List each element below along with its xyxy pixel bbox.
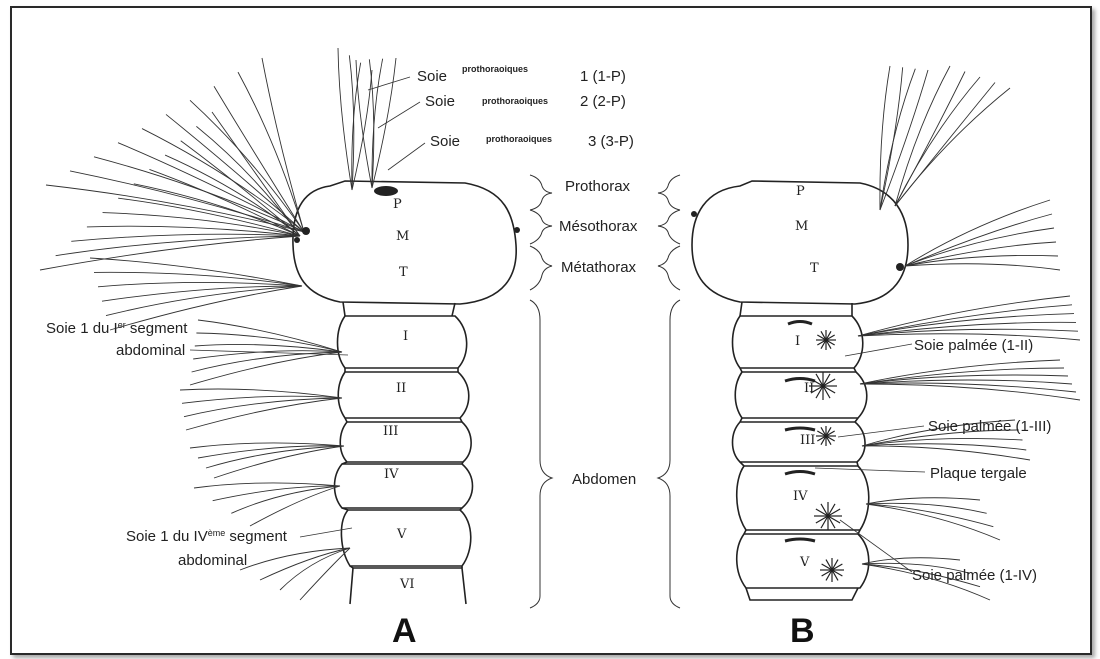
seta-label-3-qualifier: prothoraoiques [486, 134, 552, 144]
seta-hair [182, 396, 342, 403]
seta-hair [905, 200, 1050, 266]
seta-hair [214, 446, 344, 478]
seta-label-1-tail: 1 (1-P) [580, 68, 626, 85]
seta-hair [866, 504, 1000, 540]
panel-a-prothorax-letter: P [393, 197, 402, 212]
seta-hair [356, 60, 372, 188]
panel-b-prothorax-letter: P [796, 184, 805, 199]
seta-hair [895, 77, 980, 206]
center-label-prothorax: Prothorax [565, 178, 631, 195]
panel-b-letter: B [790, 612, 815, 650]
center-label-mesothorax: Mésothorax [559, 218, 638, 235]
seta-hair [194, 483, 340, 488]
left-label-2-line2: abdominal [178, 552, 247, 569]
seta-hair [372, 58, 396, 188]
seta-hair [240, 548, 350, 570]
panel-b-mesothorax-letter: M [795, 219, 808, 234]
panel-b-setae [858, 66, 1080, 600]
seta-hair [905, 228, 1054, 266]
seta-hair [103, 213, 300, 236]
panel-a-seg-label-4: IV [384, 467, 399, 482]
panel-a-seg-label-2: II [396, 381, 406, 396]
panel-a-seg-label-5: V [396, 527, 407, 542]
seta-hair [866, 504, 993, 527]
left-label-1-line2: abdominal [116, 342, 185, 359]
seta-label-2-word: Soie [425, 93, 455, 110]
left-label-1-line1: Soie 1 du Ier segment [46, 320, 188, 337]
panel-b-seg-label-5: V [799, 555, 810, 570]
panel-b-seg-label-3: III [800, 433, 815, 448]
seta-hair [862, 446, 1030, 460]
panel-a-seg-label-6: VI [399, 577, 415, 592]
seta-hair [369, 59, 373, 188]
seta-hair [71, 234, 300, 241]
seta-label-1-qualifier: prothoraoiques [462, 64, 528, 74]
panel-b-body [692, 181, 908, 600]
seta-hair [106, 286, 302, 316]
panel-a-seg-label-1: I [403, 329, 408, 344]
seta-hair [190, 352, 342, 385]
center-label-metathorax: Métathorax [561, 259, 637, 276]
panel-b-thorax [692, 181, 908, 304]
seta-hair [262, 58, 304, 232]
center-braces [530, 175, 680, 608]
right-label-plaque-tergale: Plaque tergale [930, 465, 1027, 482]
panel-a-seg-label-3: III [383, 424, 398, 439]
right-label-palmee-1-II: Soie palmée (1-II) [914, 337, 1033, 354]
panel-b-seg-label-4: IV [793, 489, 808, 504]
right-label-palmee-1-III: Soie palmée (1-III) [928, 418, 1051, 435]
seta-hair [231, 486, 340, 513]
seta-label-1-word: Soie [417, 68, 447, 85]
seta-labels: Soie prothoraoiques 1 (1-P) Soie prothor… [368, 64, 634, 170]
panel-b-seg-label-1: I [795, 334, 800, 349]
left-label-2-line1: Soie 1 du IVème segment [126, 528, 288, 545]
seta-hair [905, 264, 1060, 270]
seta-hair [860, 384, 1080, 400]
seta-label-3-word: Soie [430, 133, 460, 150]
panel-a-mesothorax-letter: M [396, 229, 409, 244]
seta-hair [214, 86, 304, 232]
seta-hair [300, 548, 350, 600]
panel-a-metathorax-letter: T [399, 265, 408, 280]
seta-hair [880, 69, 915, 210]
panel-a-seg-3 [340, 422, 471, 462]
seta-hair [895, 88, 1010, 206]
center-label-abdomen: Abdomen [572, 471, 636, 488]
panel-a-letter: A [392, 612, 417, 650]
seta-hair [94, 157, 304, 232]
right-label-palmee-1-IV: Soie palmée (1-IV) [912, 567, 1037, 584]
seta-hair [372, 59, 383, 188]
panel-b-metathorax-letter: T [810, 261, 819, 276]
seta-label-3-tail: 3 (3-P) [588, 133, 634, 150]
seta-hair [190, 100, 304, 232]
seta-hair [338, 48, 352, 190]
seta-hair [250, 486, 340, 526]
seta-label-2-tail: 2 (2-P) [580, 93, 626, 110]
seta-label-2-qualifier: prothoraoiques [482, 96, 548, 106]
panel-a-seg-4 [335, 464, 473, 508]
panel-b-seg-label-2: II [804, 381, 814, 396]
seta-hair [866, 503, 987, 513]
panel-b-right-labels: Soie palmée (1-II) Soie palmée (1-III) P… [815, 337, 1051, 584]
